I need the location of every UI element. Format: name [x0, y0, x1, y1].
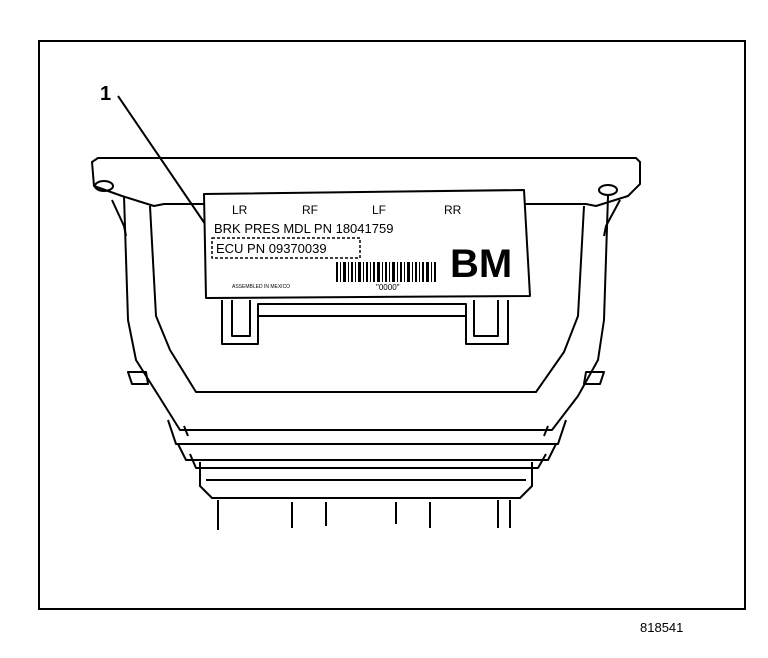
- callout-number: 1: [100, 83, 111, 105]
- label-model-line: BRK PRES MDL PN 18041759: [214, 221, 393, 236]
- id-label: LR RF LF RR BRK PRES MDL PN 18041759 ECU…: [203, 189, 531, 299]
- ecu-pn-highlight: [211, 237, 361, 259]
- label-ecu-line: ECU PN 09370039: [216, 241, 327, 256]
- callout-leader-line: [117, 95, 217, 241]
- mounting-hole-right: [598, 184, 618, 196]
- label-position-lr: LR: [232, 203, 248, 217]
- figure-id: 818541: [640, 620, 684, 635]
- mounting-hole-left: [94, 180, 114, 192]
- label-logo: BM: [450, 242, 512, 286]
- label-assembled-text: ASSEMBLED IN MEXICO: [232, 284, 290, 290]
- module-connector: [199, 462, 533, 530]
- module-housing: [123, 195, 609, 469]
- label-position-rf: RF: [302, 203, 318, 217]
- label-position-lf: LF: [372, 203, 386, 217]
- housing-lower-recess: [221, 300, 509, 345]
- barcode: [336, 262, 436, 282]
- label-position-rr: RR: [444, 203, 462, 217]
- label-code-text: "0000": [376, 283, 400, 292]
- figure-border: [38, 40, 746, 610]
